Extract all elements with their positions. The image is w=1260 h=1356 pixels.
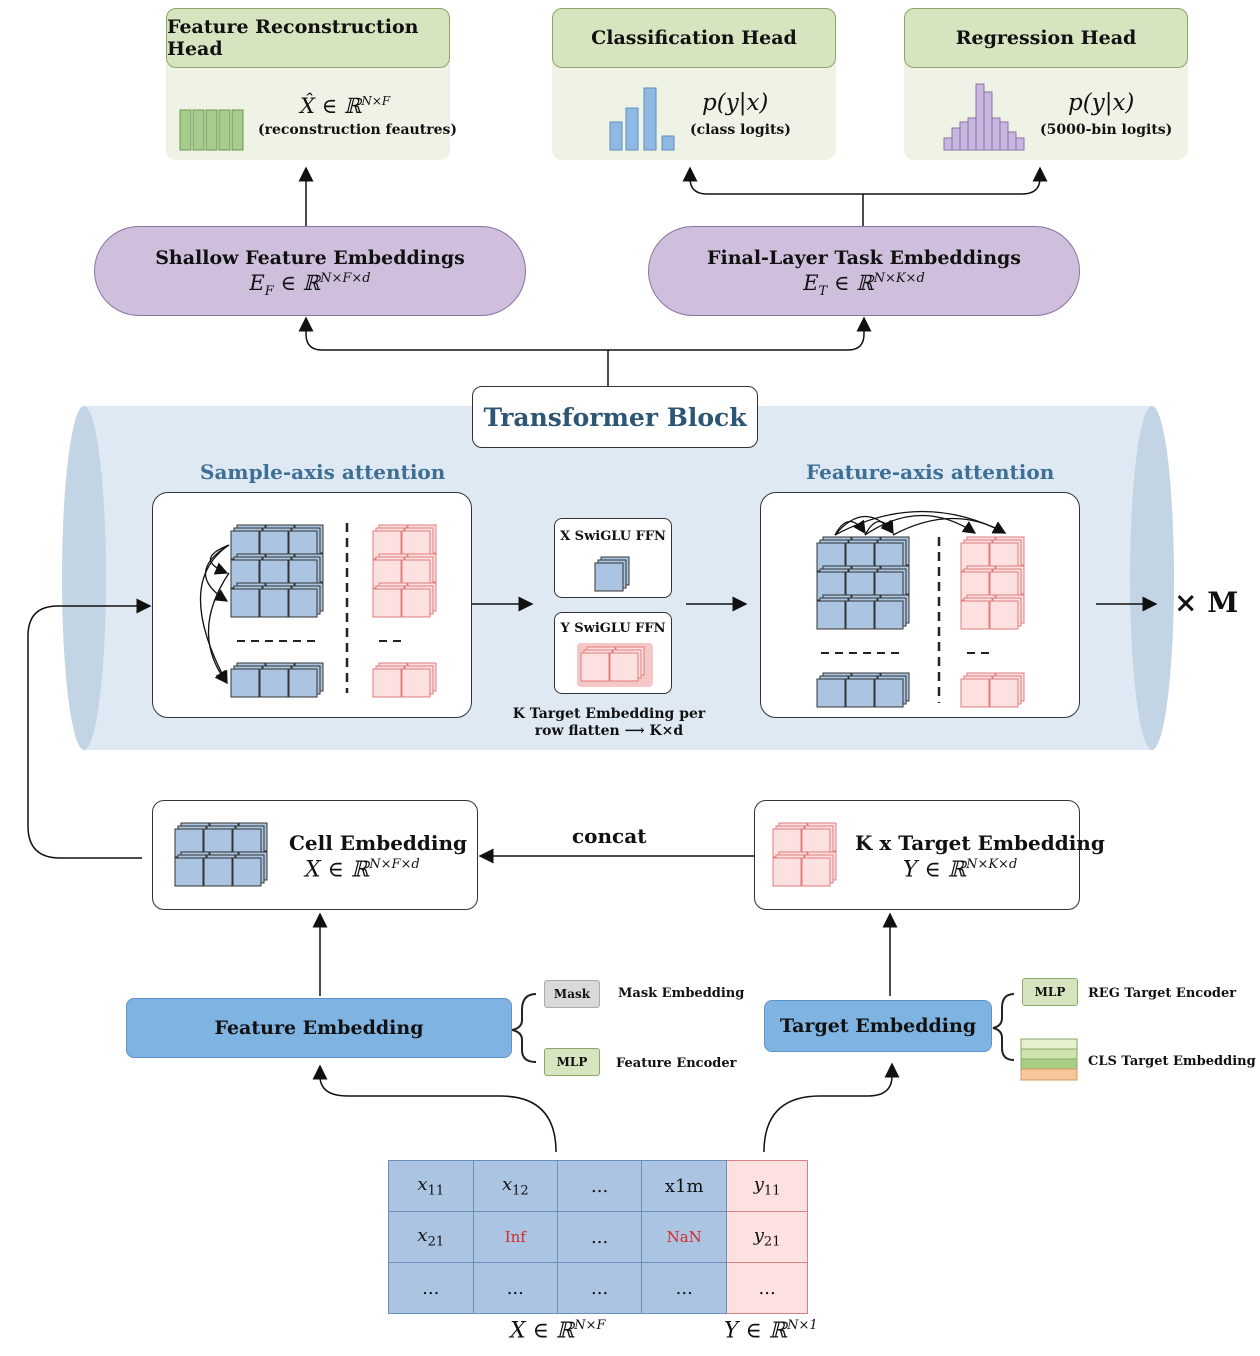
- x-ffn-label: X SwiGLU FFN: [560, 529, 666, 544]
- feature-axis-label: Feature-axis attention: [806, 460, 1055, 484]
- final-formula: ET ∈ ℝN×K×d: [803, 271, 925, 300]
- target-embedding: Target Embedding: [764, 1000, 992, 1052]
- table-cell: ...: [557, 1211, 643, 1263]
- cell-embedding-formula: X ∈ ℝN×F×d: [305, 857, 420, 883]
- x-swiglu-ffn: X SwiGLU FFN: [554, 518, 672, 598]
- reconstruction-head: Feature Reconstruction Head X̂ ∈ ℝN×F (r…: [166, 8, 457, 160]
- y-swiglu-ffn: Y SwiGLU FFN: [554, 612, 672, 694]
- final-title: Final-Layer Task Embeddings: [706, 247, 1021, 269]
- target-flatten-note: K Target Embedding per row flatten ⟶ K×d: [512, 706, 706, 739]
- sample-axis-label: Sample-axis attention: [200, 460, 446, 484]
- table-cell: Inf: [472, 1211, 559, 1263]
- classification-head-title: Classification Head: [552, 8, 836, 68]
- class-bar-icon: [609, 87, 675, 151]
- shallow-feature-embeddings: Shallow Feature Embeddings EF ∈ ℝN×F×d: [94, 226, 526, 316]
- sample-axis-attention: [152, 492, 472, 718]
- cell-embedding-title: Cell Embedding: [289, 831, 468, 855]
- feature-axis-graphic: [816, 510, 1025, 708]
- table-cell: ...: [472, 1262, 559, 1314]
- classification-formula: p(y|x): [702, 90, 769, 116]
- target-embedding-box: K x Target Embedding Y ∈ ℝN×K×d: [754, 800, 1105, 910]
- classification-note: (class logits): [690, 122, 791, 138]
- regression-head: Regression Head p(y|x) (5000-bin logits): [904, 8, 1188, 160]
- feature-axis-attention: [760, 492, 1080, 718]
- reconstruction-head-title: Feature Reconstruction Head: [166, 8, 450, 68]
- cls-target-embedding-label: CLS Target Embedding: [1088, 1054, 1256, 1069]
- feature-encoder-label: Feature Encoder: [616, 1056, 737, 1071]
- table-cell: ...: [557, 1262, 643, 1314]
- reconstruction-note: (reconstruction feautres): [258, 122, 457, 138]
- final-task-embeddings: Final-Layer Task Embeddings ET ∈ ℝN×K×d: [648, 226, 1080, 316]
- regression-note: (5000-bin logits): [1040, 122, 1173, 138]
- target-embedding-formula: Y ∈ ℝN×K×d: [903, 857, 1018, 883]
- concat-label: concat: [572, 824, 647, 848]
- table-cell: x1m: [641, 1160, 728, 1212]
- table-cell: x11: [388, 1160, 474, 1212]
- mask-embedding-label: Mask Embedding: [618, 986, 745, 1001]
- x-ffn-cell: [594, 556, 630, 592]
- cell-embedding-icon: [174, 822, 268, 887]
- y-ffn-cells: [577, 643, 653, 687]
- target-brace: [992, 993, 1015, 1061]
- transformer-block-title: Transformer Block: [472, 386, 758, 448]
- table-cell: x12: [472, 1160, 559, 1212]
- reconstruction-bars-icon: [179, 109, 244, 151]
- sample-axis-graphic: [199, 523, 437, 698]
- reg-target-encoder-label: REG Target Encoder: [1088, 986, 1237, 1001]
- mlp-tag-target: MLP: [1022, 978, 1078, 1006]
- table-cell: ...: [726, 1262, 808, 1314]
- cell-embedding: Cell Embedding X ∈ ℝN×F×d: [152, 800, 478, 910]
- table-cell: ...: [641, 1262, 728, 1314]
- table-cell: y21: [726, 1211, 808, 1263]
- classification-head: Classification Head p(y|x) (class logits…: [552, 8, 836, 160]
- table-cell: x21: [388, 1211, 474, 1263]
- feature-brace: [511, 993, 537, 1063]
- y-input-label: Y ∈ ℝN×1: [724, 1318, 818, 1344]
- mlp-tag-feature: MLP: [544, 1048, 600, 1076]
- table-cell: NaN: [641, 1211, 728, 1263]
- shallow-title: Shallow Feature Embeddings: [155, 247, 465, 269]
- table-cell: ...: [557, 1160, 643, 1212]
- mask-tag: Mask: [544, 980, 600, 1008]
- x-input-label: X ∈ ℝN×F: [510, 1318, 606, 1344]
- cls-target-layers-icon: [1020, 1038, 1078, 1081]
- repeat-m-label: × M: [1174, 586, 1239, 619]
- target-embedding-title: K x Target Embedding: [855, 831, 1105, 855]
- regression-formula: p(y|x): [1068, 90, 1135, 116]
- target-embedding-icon: [772, 822, 837, 887]
- table-row: ...............: [388, 1262, 808, 1314]
- table-cell: ...: [388, 1262, 474, 1314]
- regression-head-title: Regression Head: [904, 8, 1188, 68]
- y-ffn-label: Y SwiGLU FFN: [560, 621, 666, 636]
- reconstruction-formula: X̂ ∈ ℝN×F: [300, 94, 391, 118]
- feature-embedding: Feature Embedding: [126, 998, 512, 1058]
- regression-histogram-icon: [943, 83, 1025, 151]
- shallow-formula: EF ∈ ℝN×F×d: [249, 271, 371, 300]
- table-cell: y11: [726, 1160, 808, 1212]
